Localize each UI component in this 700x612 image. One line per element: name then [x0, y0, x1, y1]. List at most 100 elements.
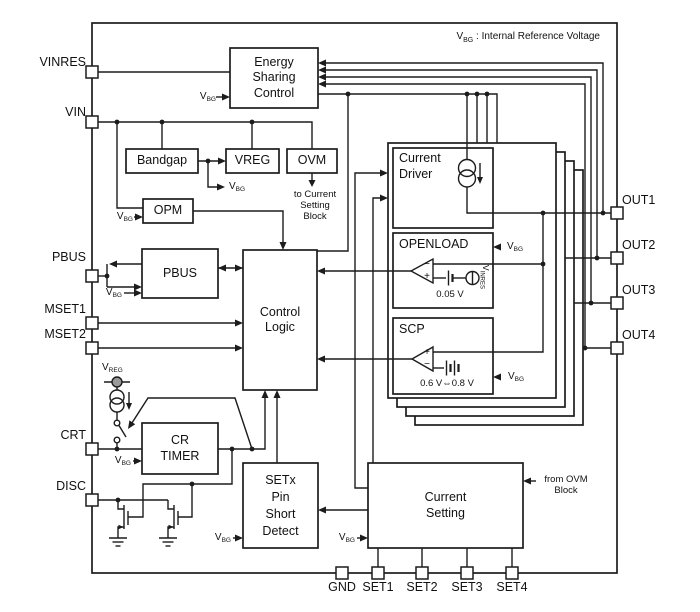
v-subscript: BG	[123, 216, 133, 223]
block-energy-sharing-label: Energy Sharing Control	[230, 48, 318, 108]
wire	[178, 484, 193, 518]
block-bandgap-rect	[125, 148, 199, 174]
pin-label-set4: SET4	[496, 580, 528, 594]
pin-label-out4: OUT4	[622, 328, 656, 342]
v-subscript: BG	[121, 460, 131, 467]
junction-dot	[464, 91, 470, 97]
pin-set3	[460, 566, 474, 580]
block-ovm-rect	[286, 148, 338, 174]
junction-dot	[345, 91, 351, 97]
vbg-label: VBG	[96, 287, 122, 302]
block-current-driver-rect	[392, 147, 494, 229]
arrowhead	[273, 390, 281, 398]
pin-label-mset1: MSET1	[44, 302, 86, 316]
arrowhead	[380, 194, 388, 202]
current-source-icon	[457, 158, 481, 188]
pin-out3	[610, 296, 624, 310]
wire	[207, 161, 218, 188]
pin-set1	[371, 566, 385, 580]
label-line: Logic	[265, 320, 295, 334]
junctions	[104, 91, 606, 503]
vbg-label: VBG	[229, 181, 255, 196]
wire	[324, 69, 598, 258]
arrowhead	[308, 180, 316, 187]
v-symbol: V	[199, 91, 207, 102]
v-subscript: REG	[108, 367, 123, 374]
arrowhead	[128, 420, 136, 429]
arrowheads	[109, 59, 531, 542]
pin-mset1	[85, 316, 99, 330]
v-symbol: V	[214, 532, 222, 543]
pin-out2	[610, 251, 624, 265]
pin-label-mset2: MSET2	[44, 327, 86, 341]
block-current-driver-label: Current Driver	[399, 151, 461, 182]
pin-label-set3: SET3	[451, 580, 483, 594]
v-subscript: BG	[514, 376, 525, 383]
block-openload-label: OPENLOAD	[399, 237, 469, 251]
vbg-label: VBG	[107, 211, 133, 226]
junction-dot	[205, 158, 211, 164]
pin-set2	[415, 566, 429, 580]
block-setx-detect-label: SETx Pin Short Detect	[243, 463, 318, 548]
reference-voltage-note: VBG : Internal Reference Voltage	[430, 30, 600, 48]
v-symbol: V	[338, 532, 346, 543]
arrowhead	[318, 66, 326, 74]
current-source-circle	[109, 397, 125, 413]
arrowhead	[235, 534, 243, 542]
arrowhead	[118, 524, 124, 530]
package-pins	[85, 65, 624, 580]
v-subscript: BG	[206, 96, 216, 103]
wire	[324, 83, 586, 348]
block-opm-rect	[142, 198, 194, 224]
v-symbol: V	[114, 455, 122, 466]
note-line: from OVM	[544, 474, 588, 485]
pin-out4	[610, 341, 624, 355]
vbg-label: VBG	[105, 455, 131, 470]
arrowhead	[126, 403, 132, 410]
mosfet-icon	[117, 500, 124, 510]
arrowhead	[380, 169, 388, 177]
wire	[324, 76, 592, 303]
pin-out1	[610, 206, 624, 220]
current-source-circle	[109, 389, 125, 405]
arrowhead	[235, 344, 243, 352]
block-cr-timer-label: CR TIMER	[142, 423, 218, 474]
note-line: Block	[303, 211, 327, 222]
block-opm-label: OPM	[153, 203, 183, 218]
pin-label-vinres: VINRES	[39, 55, 86, 69]
wire	[324, 62, 604, 213]
block-setx-detect-rect	[242, 462, 319, 549]
arrowhead	[317, 267, 325, 275]
v-subscript: BG	[112, 292, 122, 299]
label-line: Control	[259, 304, 301, 319]
arrowhead	[493, 373, 501, 381]
comparator-icon	[410, 345, 434, 373]
v-subscript: INRES	[478, 270, 485, 290]
comparator-plus-sign: +	[424, 271, 430, 282]
junction-dot	[582, 345, 588, 351]
arrowhead	[318, 59, 326, 67]
comparator-minus-sign: −	[424, 359, 430, 370]
arrowhead	[318, 73, 326, 81]
block-pbus-rect	[141, 248, 219, 299]
v-symbol: V	[508, 371, 515, 382]
label-line: Current	[424, 490, 467, 504]
block-control-logic-label: Control Logic	[243, 250, 317, 390]
wire	[354, 172, 381, 489]
pin-label-set2: SET2	[406, 580, 438, 594]
wire	[466, 187, 611, 214]
junction-dot	[474, 91, 480, 97]
wire	[317, 94, 349, 252]
switch-icon	[118, 425, 127, 438]
pin-disc	[85, 493, 99, 507]
arrowhead	[109, 260, 117, 268]
wire	[116, 122, 143, 209]
v-symbol: V	[102, 362, 109, 373]
wire	[128, 449, 233, 518]
arrowhead	[360, 534, 368, 542]
crt-charge-circuit	[104, 376, 130, 449]
wire	[372, 197, 381, 463]
v-symbol: V	[105, 287, 113, 298]
arrowhead	[218, 264, 226, 272]
comparator-minus-sign: −	[424, 259, 430, 270]
